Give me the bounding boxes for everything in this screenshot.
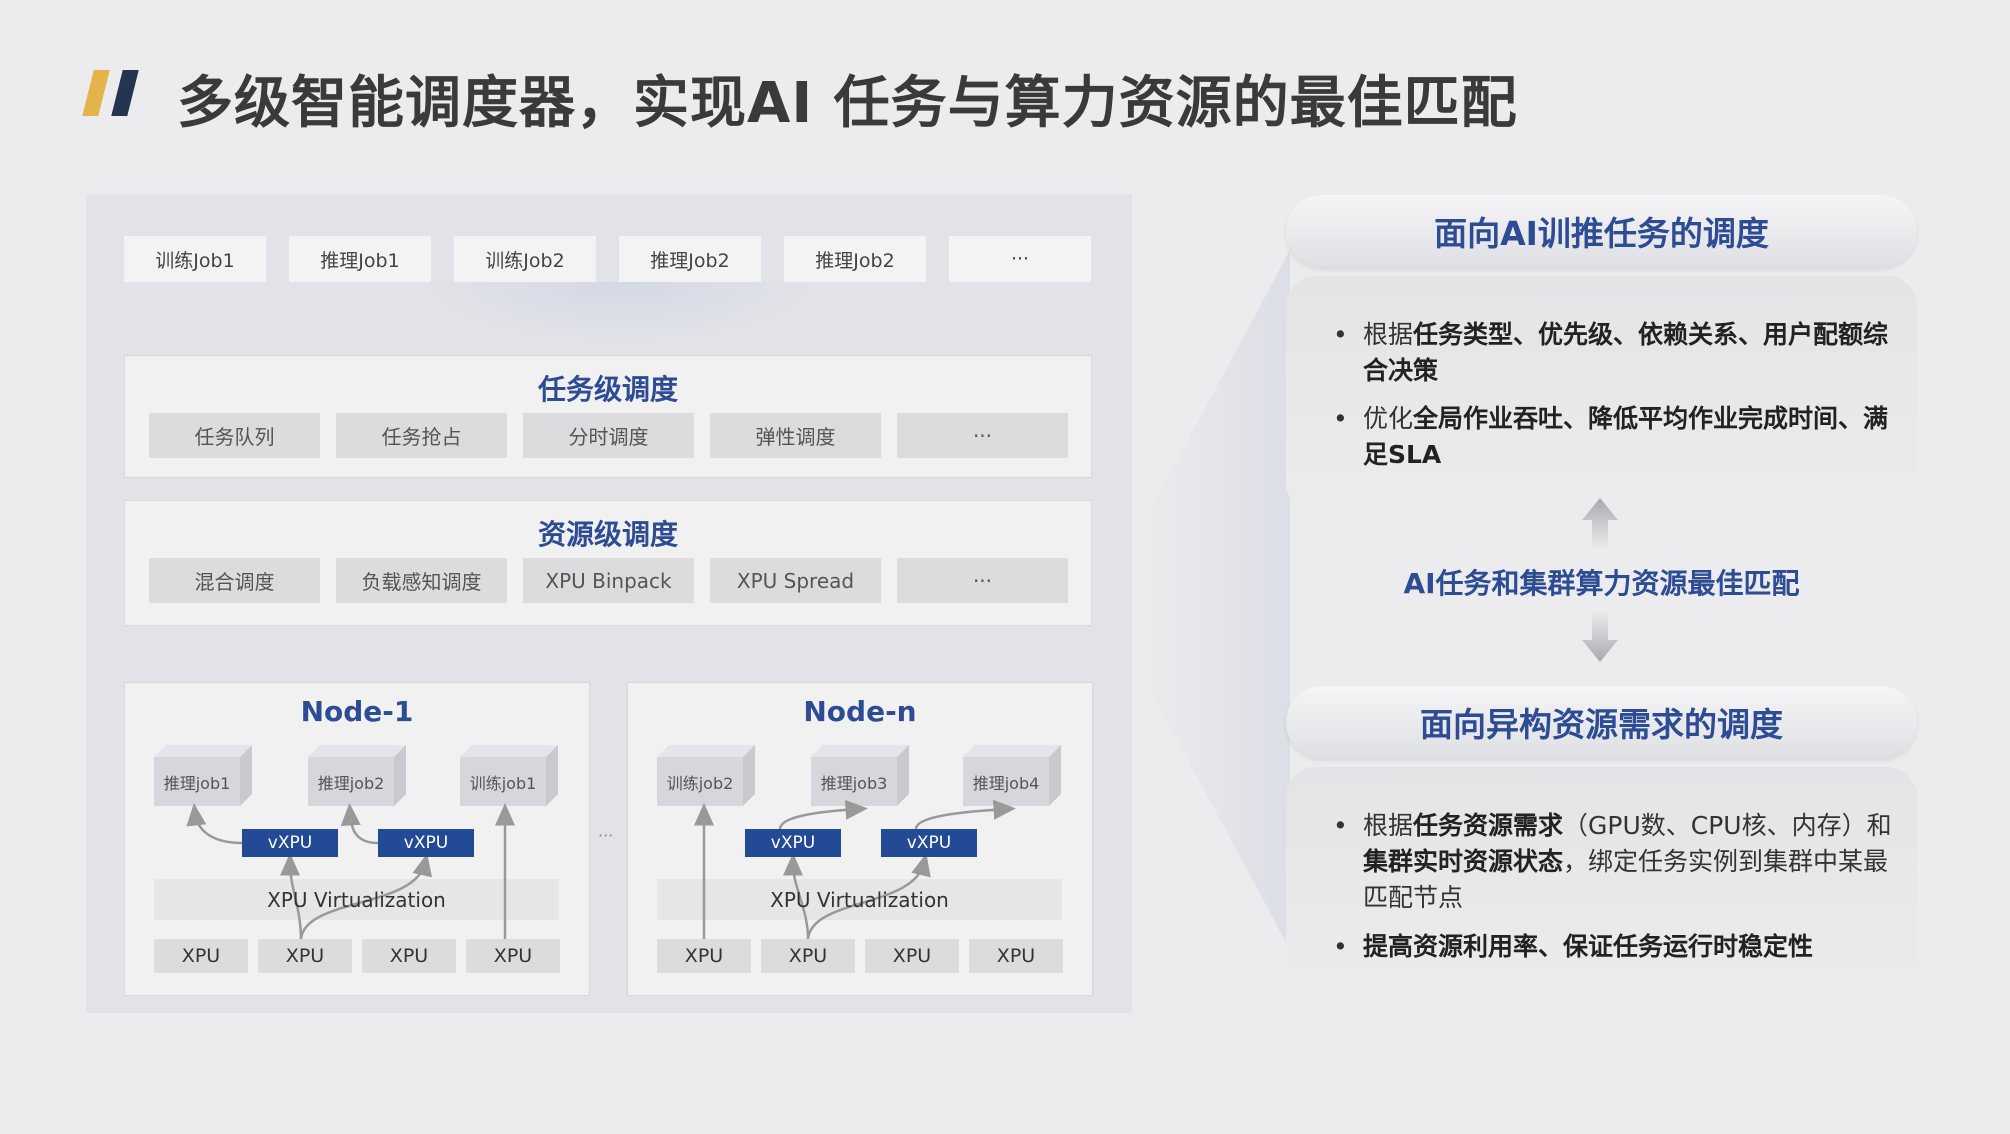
- job-cube: [308, 745, 406, 806]
- connector-shade: [1140, 250, 1290, 950]
- vxpu-box: vXPU: [242, 829, 338, 857]
- best-match-label: AI任务和集群算力资源最佳匹配: [1403, 567, 1800, 600]
- task-level-title: 任务级调度: [537, 373, 678, 406]
- job-cube: [963, 745, 1061, 806]
- xpu-box: XPU: [865, 939, 959, 973]
- xpu-box: XPU: [154, 939, 248, 973]
- resource-level-scheduling: 资源级调度 混合调度负载感知调度 XPU Binpack XPU Spread ···: [124, 500, 1092, 626]
- arrow-down-icon: [1582, 610, 1618, 662]
- job-cube-label: 推理job2: [317, 773, 385, 793]
- arrow-up-icon: [1582, 498, 1618, 550]
- virtualization-band: [154, 879, 559, 920]
- heterogeneous-scheduling-body: [1286, 767, 1917, 1006]
- flow-arrow: [806, 853, 931, 940]
- virtualization-band: [657, 879, 1062, 920]
- job-item: 推理Job2: [784, 236, 926, 282]
- job-cube: [657, 745, 755, 806]
- job-cube: [154, 745, 252, 806]
- xpu-box: XPU: [969, 939, 1063, 973]
- bullet-bold-text: 提高资源利用率、保证任务运行时稳定性: [1363, 932, 1814, 961]
- bullet-utilization: • 提高资源利用率、保证任务运行时稳定性: [1333, 929, 1903, 965]
- bullet-dot: •: [1333, 404, 1348, 433]
- job-cube-label: 推理job1: [163, 773, 231, 793]
- job-cube-label: 推理job4: [972, 773, 1040, 793]
- vxpu-box: vXPU: [745, 829, 841, 857]
- bullet-bold-text: 全局作业吞吐、降低平均作业完成时间、满足SLA: [1363, 404, 1889, 469]
- nodes-ellipsis: ···: [598, 826, 614, 845]
- node-title: Node-n: [803, 695, 917, 728]
- flow-arrow: [778, 799, 868, 830]
- training-scheduling-body: [1286, 276, 1917, 513]
- title-accent-yellow: [82, 70, 110, 116]
- scheduling-policy-chip: ···: [897, 558, 1068, 603]
- bullet-bold-text: 集群实时资源状态: [1363, 847, 1564, 876]
- flow-arrow: [340, 803, 379, 845]
- job-item: 训练Job1: [124, 236, 266, 282]
- scheduling-policy-chip: ···: [897, 413, 1068, 458]
- scheduling-policy-chip: 任务抢占: [336, 413, 507, 458]
- bullet-text: 根据: [1363, 320, 1414, 349]
- bullet-task-decision: • 根据任务类型、优先级、依赖关系、用户配额综合决策: [1333, 317, 1903, 389]
- flow-arrow: [783, 853, 810, 940]
- heterogeneous-scheduling-header: 面向异构资源需求的调度: [1286, 686, 1917, 758]
- job-cube-label: 推理job3: [820, 773, 888, 793]
- bullet-throughput: • 优化全局作业吞吐、降低平均作业完成时间、满足SLA: [1333, 401, 1903, 473]
- page-title: 多级智能调度器，实现AI 任务与算力资源的最佳匹配: [177, 71, 1518, 136]
- job-cube: [811, 745, 909, 806]
- job-cube: [460, 745, 558, 806]
- task-level-scheduling: 任务级调度 任务队列任务抢占分时调度弹性调度 ···: [124, 355, 1092, 478]
- flow-arrow: [299, 853, 433, 940]
- node-diagram-graphics: [657, 745, 1062, 940]
- title-accent-navy: [111, 70, 139, 116]
- xpu-box: XPU: [258, 939, 352, 973]
- xpu-virtualization-label: XPU Virtualization: [770, 887, 949, 912]
- xpu-virtualization-label: XPU Virtualization: [267, 887, 446, 912]
- scheduling-policy-chip: XPU Binpack: [523, 558, 694, 603]
- scheduling-policy-chip: 分时调度: [523, 413, 694, 458]
- bullet-dot: •: [1333, 932, 1348, 961]
- node-title: Node-1: [300, 695, 414, 728]
- bullet-bold-text: 任务类型、优先级、依赖关系、用户配额综合决策: [1363, 320, 1889, 385]
- scheduling-policy-chip: 负载感知调度: [336, 558, 507, 603]
- flow-arrow: [914, 799, 1016, 830]
- scheduling-policy-chip: 混合调度: [149, 558, 320, 603]
- bullet-dot: •: [1333, 811, 1348, 840]
- bullet-text: （GPU数、CPU核、内存）和: [1563, 811, 1892, 840]
- node-n: Node-n 训练job2 推理job3 推理job4 vXPU vXPU XPU Virt…: [627, 682, 1093, 996]
- job-item: 推理Job1: [289, 236, 431, 282]
- xpu-box: XPU: [657, 939, 751, 973]
- node-1: Node-1 推理job1 推理job2 训练job1 vXPU vXPU XPU Virt…: [124, 682, 590, 996]
- flow-arrow: [280, 853, 303, 940]
- job-item: ···: [949, 236, 1091, 282]
- bullet-text: ，绑定任务实例到集群中某最匹配节点: [1363, 847, 1889, 912]
- xpu-box: XPU: [362, 939, 456, 973]
- scheduling-policy-chip: 任务队列: [149, 413, 320, 458]
- xpu-box: XPU: [466, 939, 560, 973]
- job-cube-label: 训练job2: [666, 773, 734, 793]
- resource-level-title: 资源级调度: [537, 518, 678, 551]
- jobs-funnel-glow: [420, 282, 820, 342]
- bullet-bold-text: 任务资源需求: [1413, 811, 1564, 840]
- bullet-dot: •: [1333, 320, 1348, 349]
- scheduling-policy-chip: XPU Spread: [710, 558, 881, 603]
- bullet-text: 优化: [1363, 404, 1414, 433]
- scheduling-policy-chip: 弹性调度: [710, 413, 881, 458]
- node-diagram-graphics: [154, 745, 559, 940]
- vxpu-box: vXPU: [378, 829, 474, 857]
- job-cube-label: 训练job1: [469, 773, 537, 793]
- vxpu-box: vXPU: [881, 829, 977, 857]
- training-scheduling-header: 面向AI训推任务的调度: [1286, 195, 1917, 267]
- job-item: 推理Job2: [619, 236, 761, 282]
- bullet-text: 根据: [1363, 811, 1414, 840]
- job-item: 训练Job2: [454, 236, 596, 282]
- flow-arrow: [186, 803, 243, 845]
- bullet-resource-binding: • 根据任务资源需求（GPU数、CPU核、内存）和集群实时资源状态，绑定任务实例…: [1333, 808, 1903, 916]
- xpu-box: XPU: [761, 939, 855, 973]
